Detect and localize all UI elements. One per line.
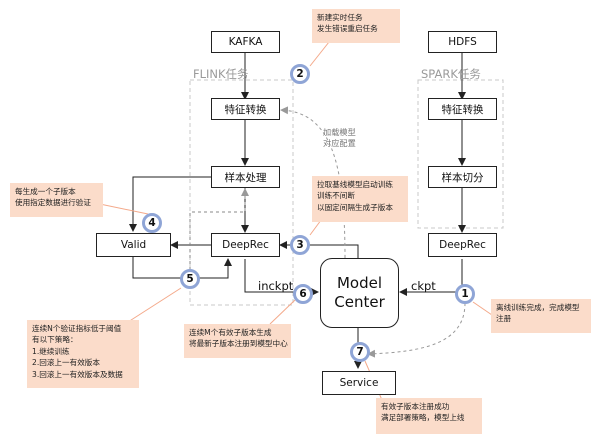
deeprec-right-label: DeepRec	[439, 239, 486, 251]
spark-feature-node: 特征转换	[428, 98, 497, 120]
note-4: 每生成一个子版本 使用指定数据进行验证	[10, 183, 103, 217]
note-6: 连续M个有效子版本生成 将最新子版本注册到模型中心	[184, 324, 291, 358]
note-1-line1: 离线训练完成，完成模型	[496, 303, 580, 312]
note-5-line2: 有以下策略：	[32, 335, 78, 345]
sample-split-label: 样本切分	[441, 171, 484, 184]
note-5-line3: 1.继续训练	[32, 346, 70, 356]
edge-rollback-dashed	[189, 188, 249, 270]
flink-feature-node: 特征转换	[211, 98, 280, 120]
note-5: 连续N个验证指标低于阈值 有以下策略： 1.继续训练 2.回滚上一有效版本 3.…	[27, 320, 139, 388]
deeprec-left-node: DeepRec	[211, 233, 280, 257]
step-badge-5: 5	[180, 269, 200, 289]
edge-sample-valid	[129, 176, 211, 232]
spark-feature-label: 特征转换	[441, 103, 484, 116]
service-label: Service	[339, 377, 379, 389]
note-2: 新建实时任务 发生错误重启任务	[312, 9, 400, 43]
valid-node: Valid	[96, 233, 171, 257]
flink-feature-label: 特征转换	[224, 103, 267, 116]
note-7-line2: 满足部署策略，模型上线	[381, 413, 465, 423]
service-node: Service	[322, 371, 396, 395]
sample-process-node: 样本处理	[211, 166, 280, 188]
deeprec-left-label: DeepRec	[222, 239, 269, 251]
note-4-line1: 每生成一个子版本	[15, 187, 76, 196]
step-badge-7: 7	[350, 342, 370, 362]
load-model-line1: 加载模型	[323, 127, 356, 137]
sample-split-node: 样本切分	[428, 166, 497, 188]
note-2-line1: 新建实时任务	[317, 13, 363, 22]
inckpt-label: inckpt	[258, 279, 294, 293]
step-badge-1: 1	[455, 284, 475, 304]
note-5-line1: 连续N个验证指标低于阈值	[32, 324, 122, 333]
spark-group-label: SPARK任务	[421, 67, 481, 81]
callout-1	[472, 301, 493, 316]
note-3-line1: 拉取基线模型启动训练	[317, 180, 393, 189]
note-5-line5: 3.回滚上一有效版本及数据	[32, 369, 123, 379]
deeprec-right-node: DeepRec	[428, 233, 497, 257]
ckpt-label: ckpt	[411, 279, 436, 293]
edge-load-model-dashed	[280, 106, 346, 259]
valid-label: Valid	[120, 239, 147, 251]
kafka-node: KAFKA	[211, 31, 280, 53]
note-5-line4: 2.回滚上一有效版本	[32, 358, 100, 368]
model-center-label-line2: Center	[334, 293, 385, 311]
note-3: 拉取基线模型启动训练 训练不间断 以固定间隔生成子版本	[312, 176, 408, 222]
note-2-line2: 发生错误重启任务	[317, 24, 378, 34]
callout-5	[127, 287, 182, 323]
note-6-line2: 将最新子版本注册到模型中心	[189, 339, 288, 349]
step-badge-6: 6	[293, 284, 313, 304]
model-center-label-line1: Model	[336, 274, 383, 292]
note-3-line3: 以固定间隔生成子版本	[317, 202, 393, 212]
callout-6	[269, 299, 296, 325]
hdfs-node: HDFS	[428, 31, 497, 53]
load-model-line2: 对应配置	[323, 138, 356, 148]
note-7-line1: 有效子版本注册成功	[381, 402, 450, 411]
load-model-label: 加载模型 对应配置	[323, 127, 356, 149]
model-center-node: Model Center	[320, 258, 399, 328]
step-badge-2: 2	[290, 64, 310, 84]
hdfs-label: HDFS	[448, 36, 477, 48]
note-4-line2: 使用指定数据进行验证	[15, 198, 91, 208]
note-1-line2: 注册	[496, 314, 512, 324]
note-7: 有效子版本注册成功 满足部署策略，模型上线	[376, 398, 482, 434]
note-3-line2: 训练不间断	[317, 191, 355, 201]
note-1: 离线训练完成，完成模型 注册	[491, 299, 591, 333]
edge-ckpt-service-dashed	[367, 302, 466, 358]
sample-process-label: 样本处理	[224, 171, 267, 184]
callout-4	[94, 202, 149, 215]
step-badge-4: 4	[142, 213, 162, 233]
flink-group-frame	[189, 79, 294, 306]
flink-group-label: FLINK任务	[193, 67, 249, 81]
step-badge-3: 3	[290, 235, 310, 255]
callout-2	[309, 41, 330, 67]
note-6-line1: 连续M个有效子版本生成	[189, 328, 272, 337]
kafka-label: KAFKA	[228, 36, 263, 48]
